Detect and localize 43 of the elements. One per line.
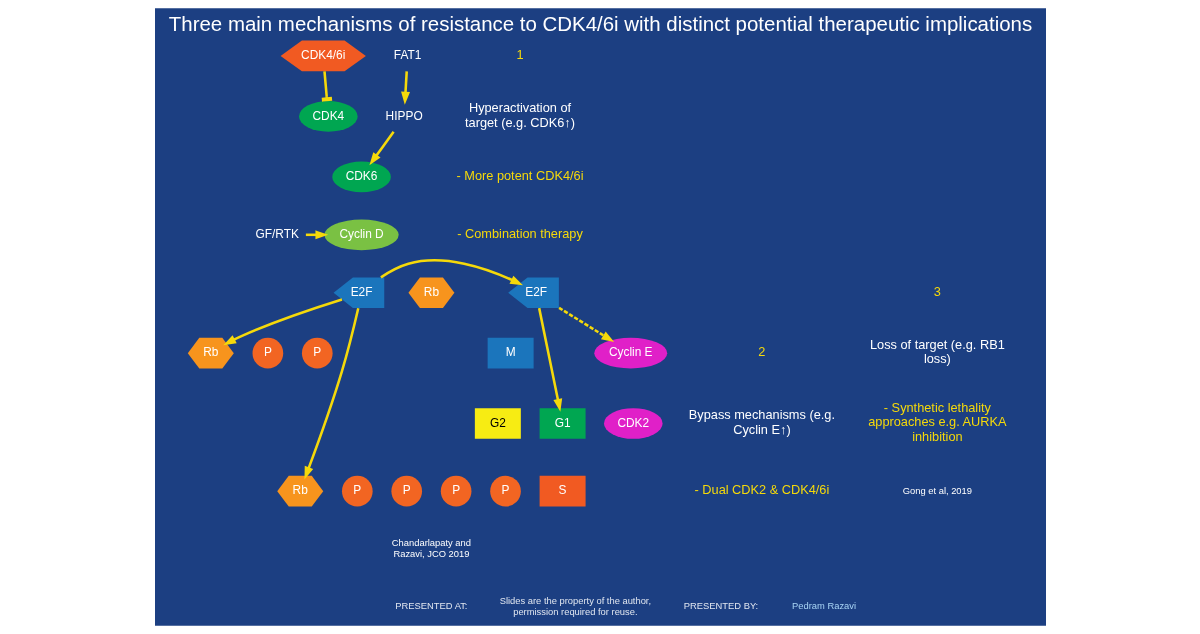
label: - Combination therapy	[456, 225, 583, 241]
label: Gong et al, 2019	[902, 485, 972, 496]
node-circle: P	[341, 475, 373, 507]
label: 2	[757, 344, 765, 360]
arrow	[379, 259, 523, 286]
arrow	[368, 131, 395, 166]
node-ellipse: Cyclin E	[593, 337, 667, 369]
node-ellipse: Cyclin D	[323, 219, 399, 251]
node-box: S	[539, 475, 586, 507]
label: 1	[515, 46, 524, 62]
node-text: HIPPO	[385, 108, 423, 123]
arrow	[537, 307, 562, 412]
label: Loss of target (e.g. RB1 loss)	[869, 336, 1005, 367]
label: 3	[933, 283, 941, 299]
label: Hyperactivation of target (e.g. CDK6↑)	[464, 100, 575, 130]
node-circle: P	[252, 337, 283, 369]
arrow	[400, 71, 410, 105]
node-box: G1	[539, 408, 586, 439]
node-circle: P	[390, 475, 422, 507]
arrow	[222, 298, 342, 346]
diagram-title: Three main mechanisms of resistance to CDK4/6i with distinct potential therapeutic implications	[168, 12, 1032, 36]
node-ellipse: CDK2	[603, 408, 663, 439]
node-circle: P	[301, 337, 333, 369]
node-ellipse: CDK4	[298, 101, 358, 132]
node-circle: P	[489, 475, 521, 507]
connector	[321, 71, 332, 102]
label: Chandarlapaty and Razavi, JCO 2019	[391, 538, 471, 559]
label: PRESENTED AT:	[394, 601, 467, 612]
label: - Synthetic lethality approaches e.g. AURKA inhibition	[867, 399, 1007, 444]
label: - More potent CDK4/6i	[456, 167, 584, 183]
arrow	[303, 307, 359, 480]
node-text: GF/RTK	[255, 226, 299, 241]
label: Slides are the property of the author, permission required for reuse.	[499, 596, 651, 617]
label: - Dual CDK2 & CDK4/6i	[694, 482, 829, 498]
node-text: FAT1	[393, 48, 421, 63]
arrow	[557, 306, 614, 343]
label: Bypass mechanisms (e.g. Cyclin E↑)	[688, 407, 835, 437]
label: PRESENTED BY:	[683, 601, 758, 612]
node-box: M	[487, 337, 534, 369]
node-box: G2	[474, 408, 521, 439]
node-circle: P	[440, 475, 471, 507]
label: Pedram Razavi	[791, 601, 856, 612]
node-ellipse: CDK6	[331, 161, 391, 193]
